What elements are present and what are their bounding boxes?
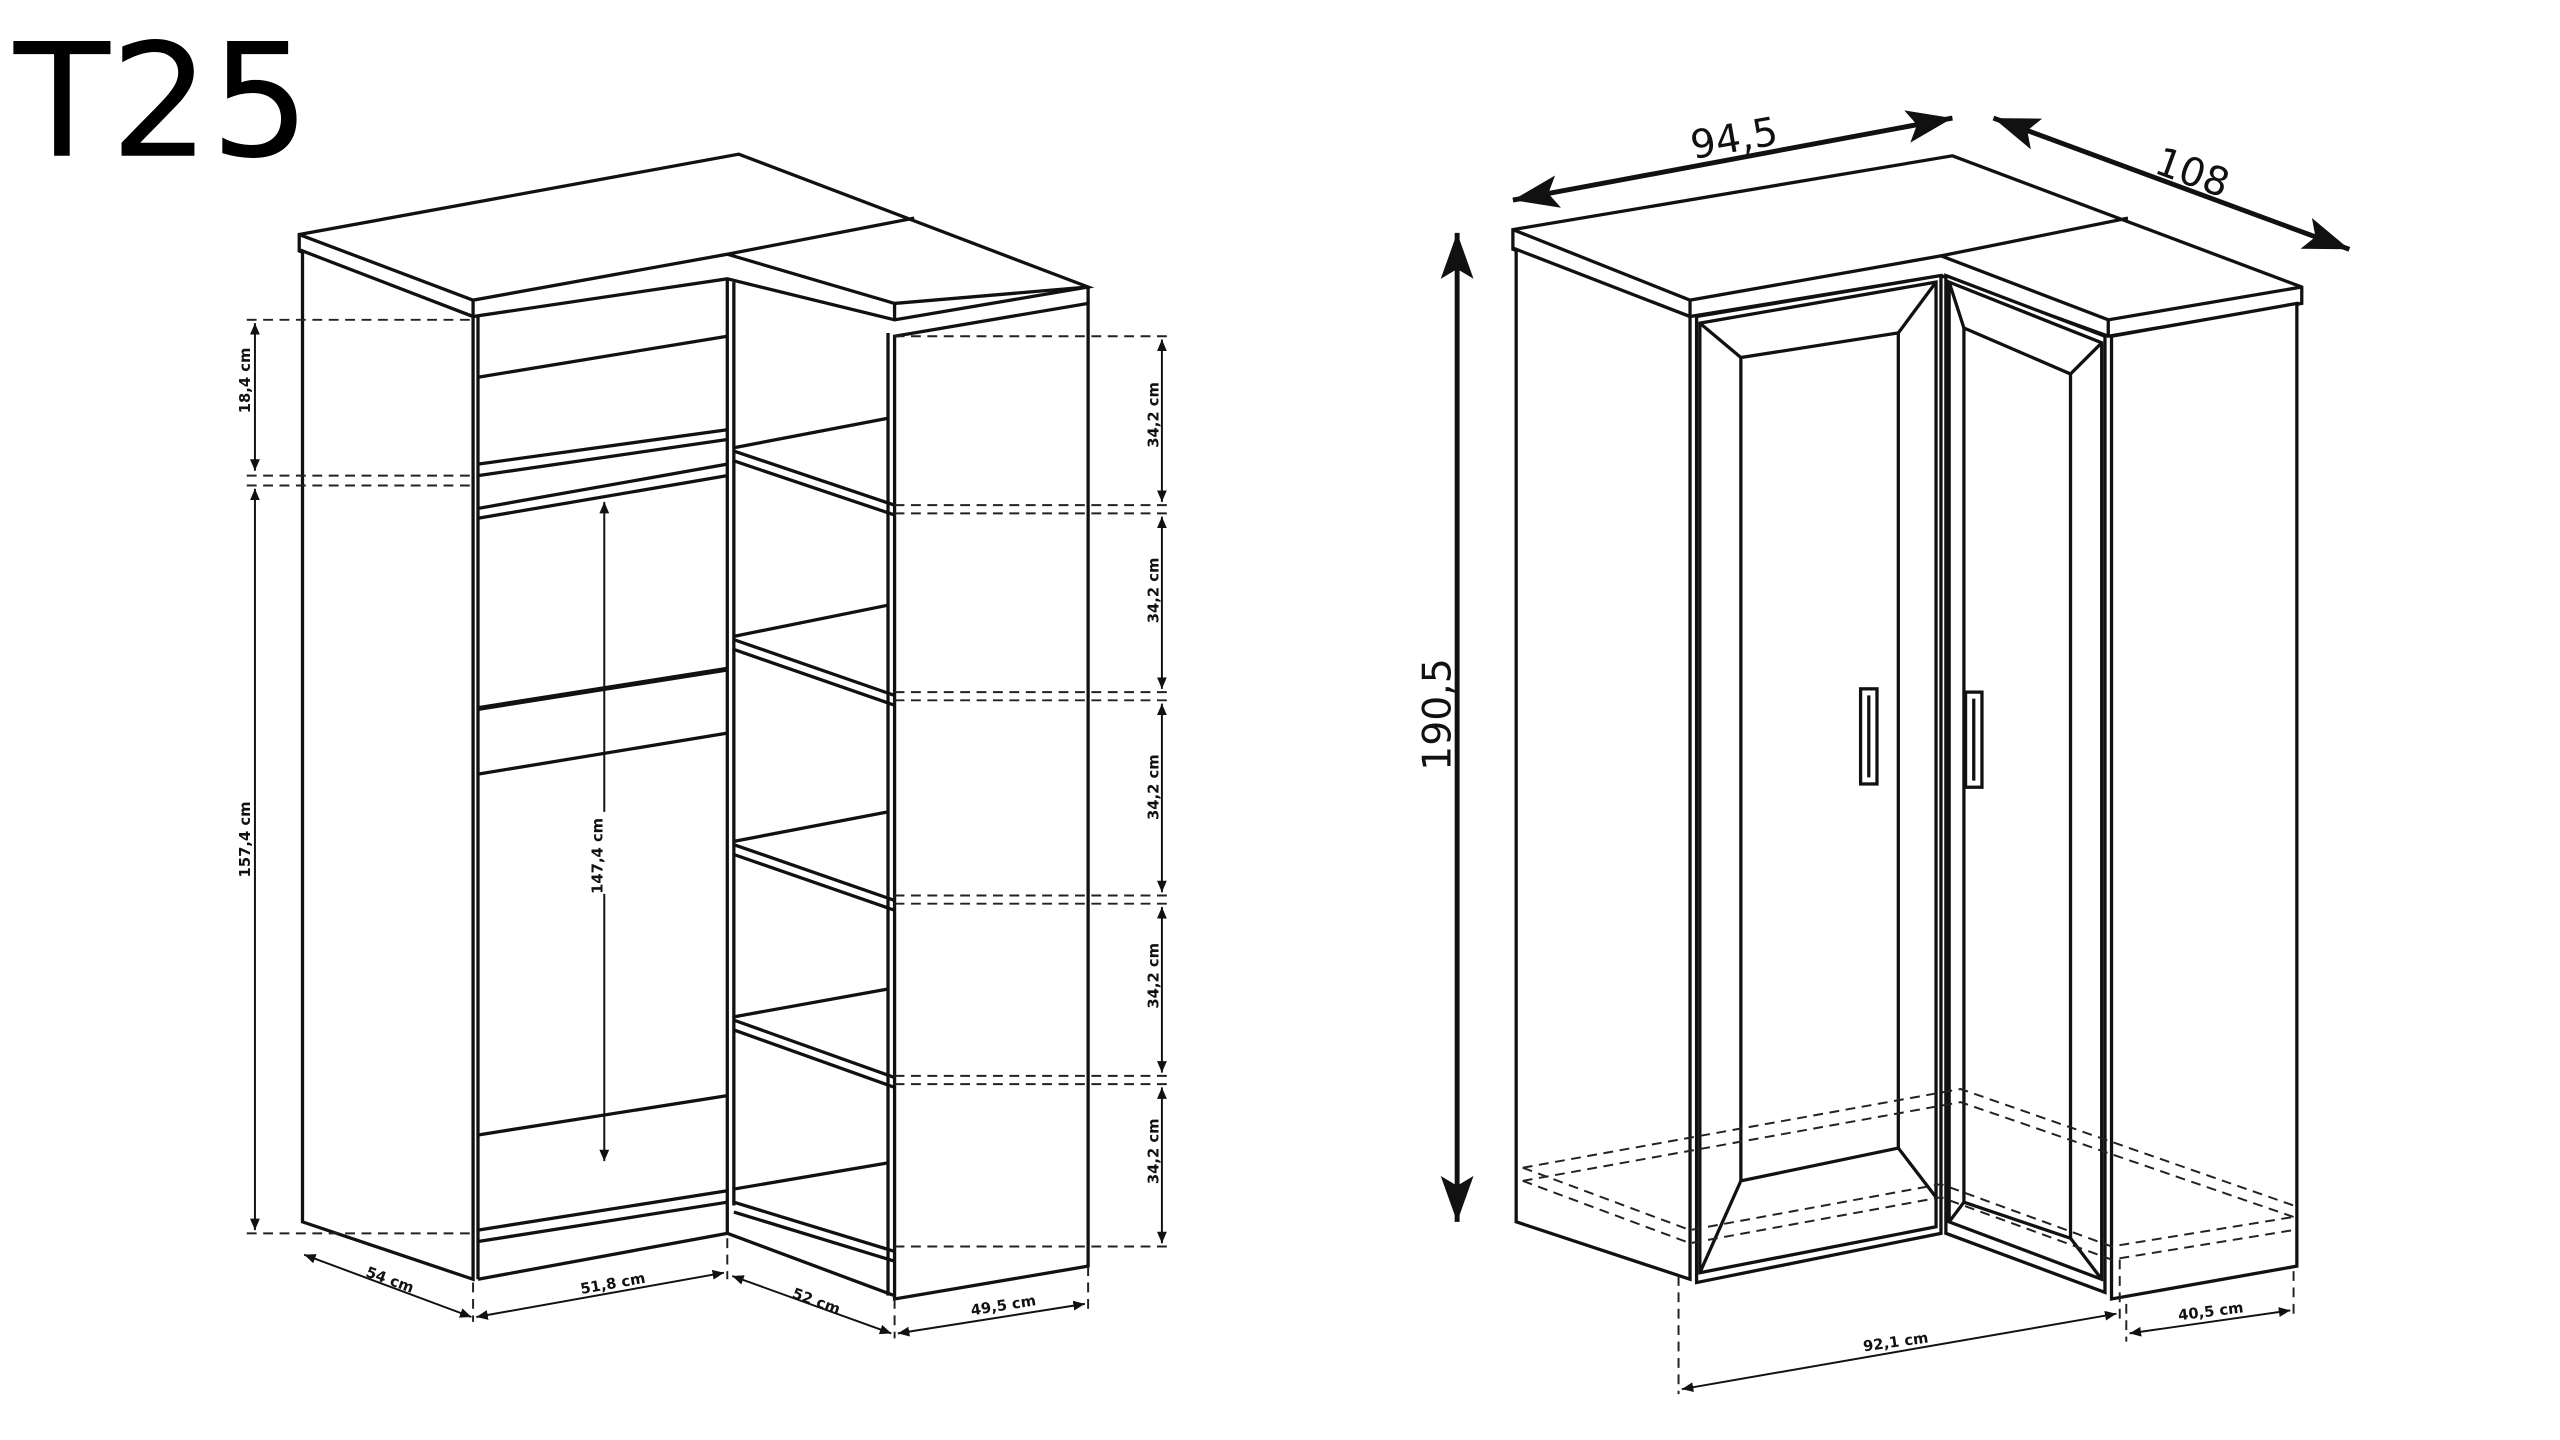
dim-inner-side: 40,5 cm <box>2177 1299 2244 1324</box>
open-wardrobe-drawing: 18,4 cm 157,4 cm 147,4 cm 34,2 cm 34,2 c… <box>237 152 1169 1339</box>
left-side-panel <box>1514 246 1692 1282</box>
left-side-panel <box>300 248 475 1282</box>
dim-left-front: 51,8 cm <box>579 1270 647 1298</box>
dim-shelf-1: 34,2 cm <box>1146 382 1163 448</box>
dim-hanging-section: 157,4 cm <box>237 802 254 878</box>
dim-shelf-3: 34,2 cm <box>1146 754 1163 820</box>
dim-top-compartment: 18,4 cm <box>237 348 254 414</box>
model-title: T25 <box>13 11 311 194</box>
dim-shelf-5: 34,2 cm <box>1146 1119 1163 1185</box>
dim-total-height: 190,5 <box>1415 658 1461 771</box>
dim-width-left: 94,5 <box>1687 108 1781 169</box>
dim-right-front: 49,5 cm <box>970 1292 1037 1319</box>
dim-side-depth: 54 cm <box>363 1264 416 1297</box>
shelf-dimensions: 34,2 cm 34,2 cm 34,2 cm 34,2 cm 34,2 cm <box>894 335 1169 1248</box>
right-door <box>1944 273 2107 1295</box>
dim-width-right: 108 <box>2149 138 2235 207</box>
shelves <box>733 416 896 1263</box>
closed-wardrobe-drawing: 94,5 108 190,5 92,1 cm 40,5 cm <box>1415 108 2351 1395</box>
dim-shelf-2: 34,2 cm <box>1146 558 1163 624</box>
right-side-panel <box>892 301 1090 1301</box>
dim-rail-height: 147,4 cm <box>590 818 607 894</box>
right-side-panel <box>2109 301 2299 1301</box>
dim-right-depth: 52 cm <box>790 1285 843 1318</box>
left-door-handle-icon <box>1858 687 1879 786</box>
left-door <box>1694 273 1943 1285</box>
right-door-handle-icon <box>1963 690 1984 789</box>
dim-shelf-4: 34,2 cm <box>1146 943 1163 1009</box>
